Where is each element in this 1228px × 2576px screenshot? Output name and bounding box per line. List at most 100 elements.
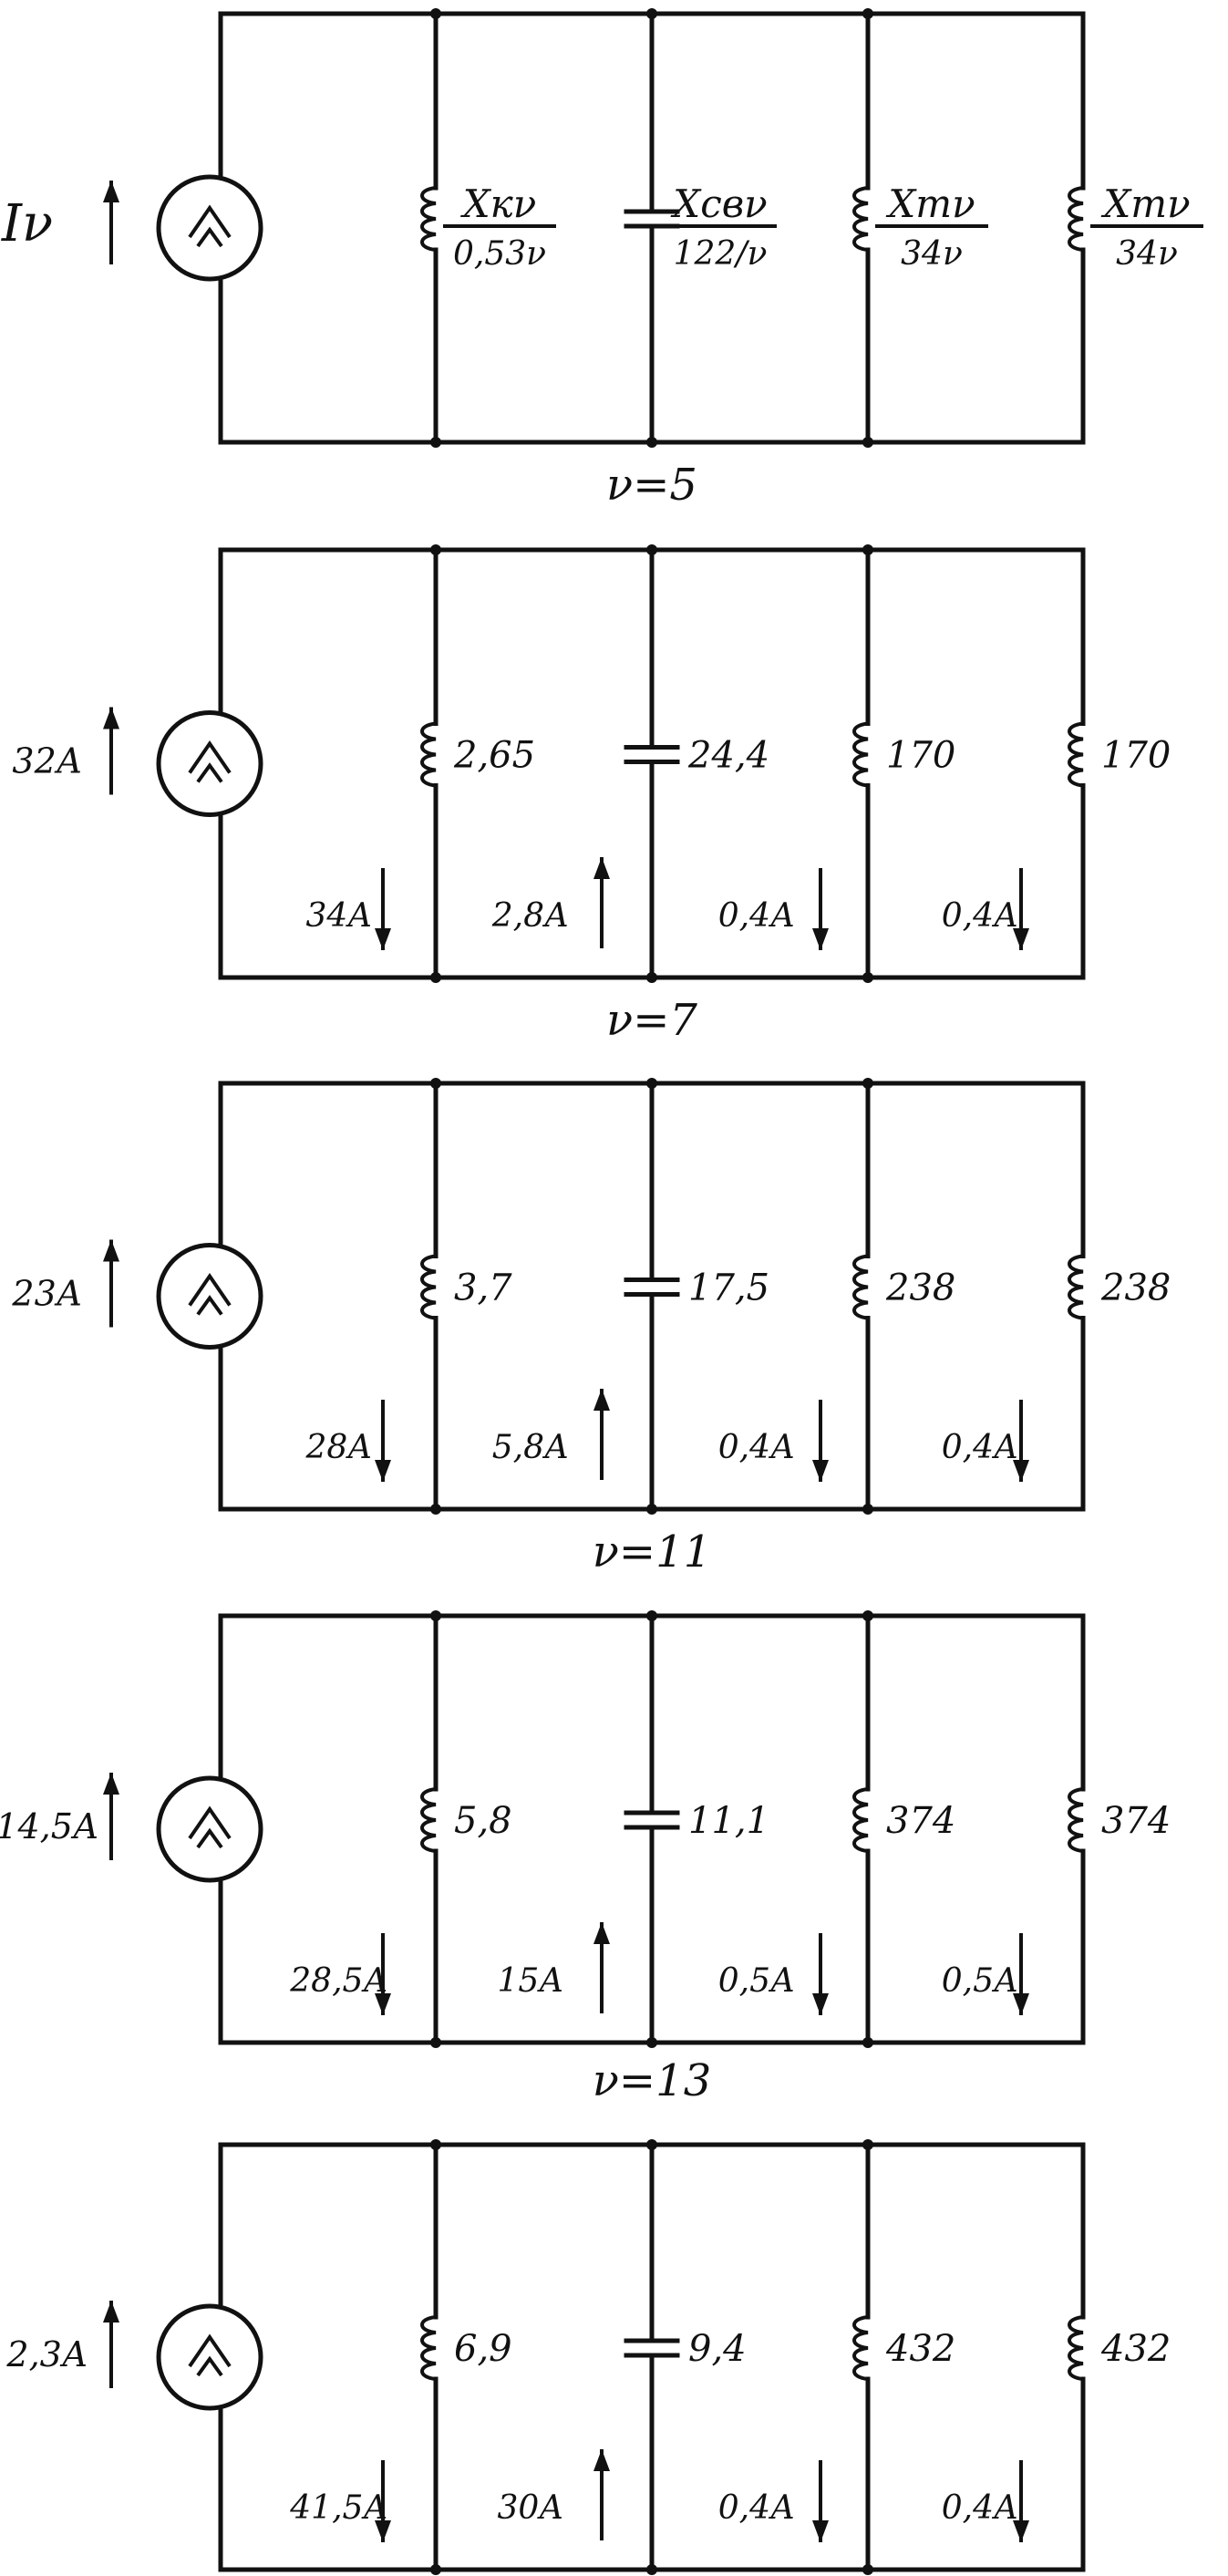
branch-current-arrow-head	[1013, 1460, 1029, 1482]
source-current-label: Iν	[1, 194, 53, 253]
branch-current-arrow	[375, 1933, 391, 2015]
reactance-symbol: Xкν	[460, 181, 537, 226]
junction-dot	[862, 2037, 873, 2048]
junction-dot	[862, 1610, 873, 1621]
source-chevron-inner	[196, 2355, 223, 2377]
inductor-symbol-coil	[1068, 1254, 1084, 1320]
branch-current-arrow-head	[1013, 1993, 1029, 2015]
junction-dot	[646, 437, 657, 448]
source-circle	[156, 174, 263, 282]
branch-impedance-value: 238	[885, 1267, 955, 1309]
source-chevron-inner	[196, 226, 223, 248]
branch-current-value: 30А	[497, 2489, 563, 2527]
inductor-symbol	[852, 1787, 869, 1853]
branch-impedance-value: 374	[1101, 1800, 1171, 1842]
capacitor-symbol	[624, 2338, 680, 2358]
inductor-symbol-coil	[852, 1787, 869, 1853]
branch-impedance-value: 432	[1100, 2328, 1171, 2370]
inductor-symbol	[420, 2315, 437, 2381]
source-circle	[156, 710, 263, 817]
current-source-symbol	[156, 1243, 263, 1350]
branch-impedance-value: 238	[1100, 1267, 1171, 1309]
junction-dot	[862, 2139, 873, 2150]
junction-dot	[646, 2564, 657, 2575]
current-source-symbol	[156, 174, 263, 282]
inductor-symbol-coil	[852, 721, 869, 788]
source-current-arrow	[103, 1773, 119, 1860]
branch-current-value: 0,4А	[942, 1429, 1019, 1466]
branch-current-arrow	[1013, 2460, 1029, 2542]
source-current-value: 2,3А	[5, 2334, 88, 2374]
inductor-symbol-coil	[420, 2315, 437, 2381]
reactance-formula: 34ν	[901, 235, 963, 273]
branch-current-arrow	[1013, 1400, 1029, 1482]
inductor-symbol	[1068, 1254, 1084, 1320]
source-current-arrow	[103, 2301, 119, 2388]
junction-dot	[430, 2564, 441, 2575]
branch-current-value: 0,5А	[718, 1962, 796, 2000]
junction-dot	[430, 972, 441, 983]
inductor-symbol-coil	[420, 1787, 437, 1853]
inductor-symbol	[1068, 721, 1084, 788]
branch-current-value: 0,4А	[718, 2489, 796, 2527]
branch-current-arrow	[375, 1400, 391, 1482]
branch-current-arrow	[593, 857, 610, 948]
junction-dot	[862, 437, 873, 448]
inductor-symbol	[420, 1787, 437, 1853]
source-circle	[156, 2303, 263, 2411]
branch-current-value: 34А	[305, 897, 372, 935]
source-current-arrow-head	[103, 2301, 119, 2323]
branch-impedance-value: 170	[886, 735, 955, 777]
branch-current-arrow	[1013, 1933, 1029, 2015]
junction-dot	[430, 1504, 441, 1515]
source-chevron-inner	[196, 762, 223, 783]
junction-dot	[646, 2139, 657, 2150]
inductor-symbol-coil	[852, 186, 869, 252]
source-current-arrow-head	[103, 707, 119, 729]
junction-dot	[430, 8, 441, 19]
inductor-symbol	[852, 721, 869, 788]
branch-current-value: 0,4А	[942, 897, 1019, 935]
branch-impedance-value: 170	[1101, 735, 1171, 777]
inductor-symbol-coil	[852, 2315, 869, 2381]
reactance-symbol: Xтν	[885, 181, 975, 226]
branch-impedance-value: 24,4	[687, 735, 769, 777]
capacitor-symbol	[624, 1810, 680, 1830]
source-current-value: 23А	[11, 1274, 82, 1314]
branch-current-arrow	[812, 868, 829, 950]
junction-dot	[646, 8, 657, 19]
source-chevron-outer	[188, 204, 232, 239]
source-current-arrow	[103, 1239, 119, 1328]
inductor-symbol	[420, 721, 437, 788]
branch-impedance-value: 6,9	[454, 2328, 512, 2370]
source-current-arrow	[103, 707, 119, 795]
inductor-symbol	[1068, 186, 1084, 252]
branch-current-value: 28А	[304, 1429, 372, 1466]
junction-dot	[862, 2564, 873, 2575]
branch-impedance-value: 9,4	[688, 2328, 747, 2370]
inductor-symbol-coil	[1068, 2315, 1084, 2381]
harmonic-order-label: ν=7	[606, 995, 697, 1046]
source-chevron-inner	[196, 1295, 223, 1316]
source-chevron-outer	[188, 740, 232, 774]
junction-dot	[862, 1078, 873, 1089]
branch-reactance-label: Xтν 34ν	[875, 181, 988, 273]
branch-current-arrow-head	[593, 2449, 610, 2471]
inductor-symbol	[852, 1254, 869, 1320]
branch-current-value: 28,5А	[289, 1962, 387, 2000]
branch-current-arrow	[1013, 868, 1029, 950]
branch-current-value: 2,8А	[491, 897, 570, 935]
inductor-symbol-coil	[852, 1254, 869, 1320]
junction-dot	[862, 544, 873, 555]
junction-dot	[646, 1504, 657, 1515]
branch-impedance-value: 374	[886, 1800, 955, 1842]
branch-current-arrow	[593, 1389, 610, 1480]
branch-current-arrow-head	[593, 1922, 610, 1944]
branch-current-value: 0,5А	[942, 1962, 1019, 2000]
branch-current-arrow-head	[375, 1460, 391, 1482]
inductor-symbol	[1068, 2315, 1084, 2381]
junction-dot	[430, 1610, 441, 1621]
